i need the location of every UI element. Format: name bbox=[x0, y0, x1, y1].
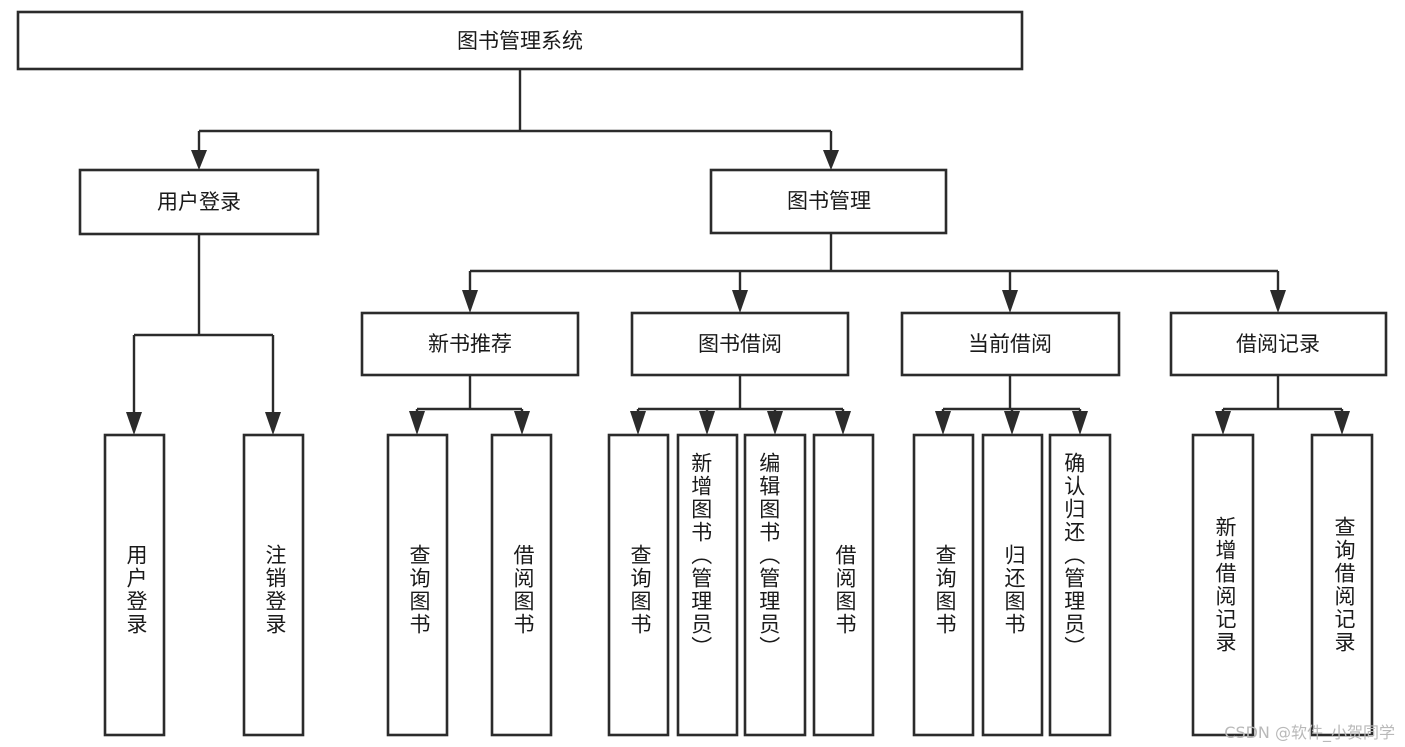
leaf-logout-label: 注销登录 bbox=[263, 544, 287, 636]
root-box[interactable] bbox=[16, 10, 1024, 71]
node-book-borrow[interactable]: 图书借阅 bbox=[630, 311, 850, 377]
leaf-add-borrow-record[interactable]: 新增借阅记录 bbox=[1191, 433, 1255, 737]
leaf-user-login-box[interactable] bbox=[103, 433, 166, 737]
leaf-user-login[interactable]: 用户登录 bbox=[103, 433, 166, 737]
leaf-add-book-admin[interactable]: 新增图书（管理员） bbox=[676, 433, 739, 737]
arrow-to-leaf-logout bbox=[265, 412, 281, 435]
node-book-management[interactable]: 图书管理 bbox=[709, 168, 948, 235]
leaf-add-book-admin-box[interactable] bbox=[676, 433, 739, 737]
leaf-query-borrow-record-label: 查询借阅记录 bbox=[1332, 516, 1356, 654]
node-user-login[interactable]: 用户登录 bbox=[78, 168, 320, 236]
arrow-to-book-mgmt bbox=[823, 150, 839, 170]
leaf-borrow-book-borrow-label: 借阅图书 bbox=[833, 544, 857, 636]
arrow-to-leaf-borrow-book-a bbox=[514, 411, 530, 435]
leaf-confirm-return-admin[interactable]: 确认归还（管理员） bbox=[1048, 433, 1112, 737]
leaf-query-book-borrow[interactable]: 查询图书 bbox=[607, 433, 670, 737]
leaf-return-book[interactable]: 归还图书 bbox=[981, 433, 1044, 737]
arrow-to-leaf-add-book bbox=[699, 411, 715, 435]
user-login-label: 用户登录 bbox=[157, 190, 241, 214]
arrow-to-borrow-record bbox=[1270, 290, 1286, 313]
leaf-edit-book-admin-label: 编辑图书（管理员） bbox=[757, 452, 781, 659]
leaf-query-book-current[interactable]: 查询图书 bbox=[912, 433, 975, 737]
leaf-query-borrow-record[interactable]: 查询借阅记录 bbox=[1310, 433, 1374, 737]
book-management-label: 图书管理 bbox=[787, 189, 871, 213]
arrow-to-leaf-query-record bbox=[1334, 411, 1350, 435]
arrow-to-leaf-add-record bbox=[1215, 411, 1231, 435]
borrow-record-box[interactable] bbox=[1169, 311, 1388, 377]
leaf-borrow-book-newbook-label: 借阅图书 bbox=[511, 544, 535, 636]
current-borrow-box[interactable] bbox=[900, 311, 1121, 377]
leaf-query-book-borrow-box[interactable] bbox=[607, 433, 670, 737]
leaf-borrow-book-newbook-box[interactable] bbox=[490, 433, 553, 737]
leaf-query-book-newbook-label: 查询图书 bbox=[407, 544, 431, 636]
leaf-add-borrow-record-label: 新增借阅记录 bbox=[1213, 516, 1237, 654]
leaf-query-book-newbook-box[interactable] bbox=[386, 433, 449, 737]
leaf-logout-box[interactable] bbox=[242, 433, 305, 737]
leaf-return-book-box[interactable] bbox=[981, 433, 1044, 737]
book-management-box[interactable] bbox=[709, 168, 948, 235]
arrow-to-book-borrow bbox=[732, 290, 748, 313]
node-root-system[interactable]: 图书管理系统 bbox=[16, 10, 1024, 71]
node-new-book-recommend[interactable]: 新书推荐 bbox=[360, 311, 580, 377]
arrow-to-leaf-query-book-c bbox=[935, 411, 951, 435]
leaf-query-book-borrow-label: 查询图书 bbox=[628, 544, 652, 636]
new-book-recommend-label: 新书推荐 bbox=[428, 332, 512, 356]
node-current-borrow[interactable]: 当前借阅 bbox=[900, 311, 1121, 377]
leaf-edit-book-admin[interactable]: 编辑图书（管理员） bbox=[743, 433, 807, 737]
root-label: 图书管理系统 bbox=[457, 29, 583, 53]
leaf-query-book-current-label: 查询图书 bbox=[933, 544, 957, 636]
current-borrow-label: 当前借阅 bbox=[968, 332, 1052, 356]
book-borrow-label: 图书借阅 bbox=[698, 332, 782, 356]
leaf-user-login-label: 用户登录 bbox=[124, 544, 148, 636]
arrow-to-leaf-edit-book bbox=[767, 411, 783, 435]
arrow-to-leaf-query-book-b bbox=[630, 411, 646, 435]
leaf-return-book-label: 归还图书 bbox=[1002, 544, 1026, 636]
leaf-logout[interactable]: 注销登录 bbox=[242, 433, 305, 737]
arrow-to-leaf-borrow-book-b bbox=[835, 411, 851, 435]
borrow-record-label: 借阅记录 bbox=[1236, 332, 1320, 356]
csdn-watermark: CSDN @软件_小贺同学 bbox=[1224, 723, 1395, 742]
book-borrow-box[interactable] bbox=[630, 311, 850, 377]
leaf-query-book-newbook[interactable]: 查询图书 bbox=[386, 433, 449, 737]
leaf-add-borrow-record-box[interactable] bbox=[1191, 433, 1255, 737]
arrow-to-leaf-query-book-a bbox=[409, 411, 425, 435]
leaf-query-book-current-box[interactable] bbox=[912, 433, 975, 737]
leaf-confirm-return-admin-box[interactable] bbox=[1048, 433, 1112, 737]
leaf-edit-book-admin-box[interactable] bbox=[743, 433, 807, 737]
leaf-confirm-return-admin-label: 确认归还（管理员） bbox=[1062, 452, 1086, 659]
arrow-to-new-book-recommend bbox=[462, 290, 478, 313]
arrow-to-leaf-return-book bbox=[1004, 411, 1020, 435]
connector-layer bbox=[126, 69, 1350, 435]
leaf-add-book-admin-label: 新增图书（管理员） bbox=[689, 452, 713, 659]
new-book-recommend-box[interactable] bbox=[360, 311, 580, 377]
arrow-to-current-borrow bbox=[1002, 290, 1018, 313]
leaf-query-borrow-record-box[interactable] bbox=[1310, 433, 1374, 737]
leaf-borrow-book-borrow-box[interactable] bbox=[812, 433, 875, 737]
node-borrow-record[interactable]: 借阅记录 bbox=[1169, 311, 1388, 377]
leaf-borrow-book-borrow[interactable]: 借阅图书 bbox=[812, 433, 875, 737]
leaf-borrow-book-newbook[interactable]: 借阅图书 bbox=[490, 433, 553, 737]
arrow-to-user-login bbox=[191, 150, 207, 170]
arrow-to-leaf-confirm-return bbox=[1072, 411, 1088, 435]
user-login-box[interactable] bbox=[78, 168, 320, 236]
arrow-to-leaf-user-login bbox=[126, 412, 142, 435]
